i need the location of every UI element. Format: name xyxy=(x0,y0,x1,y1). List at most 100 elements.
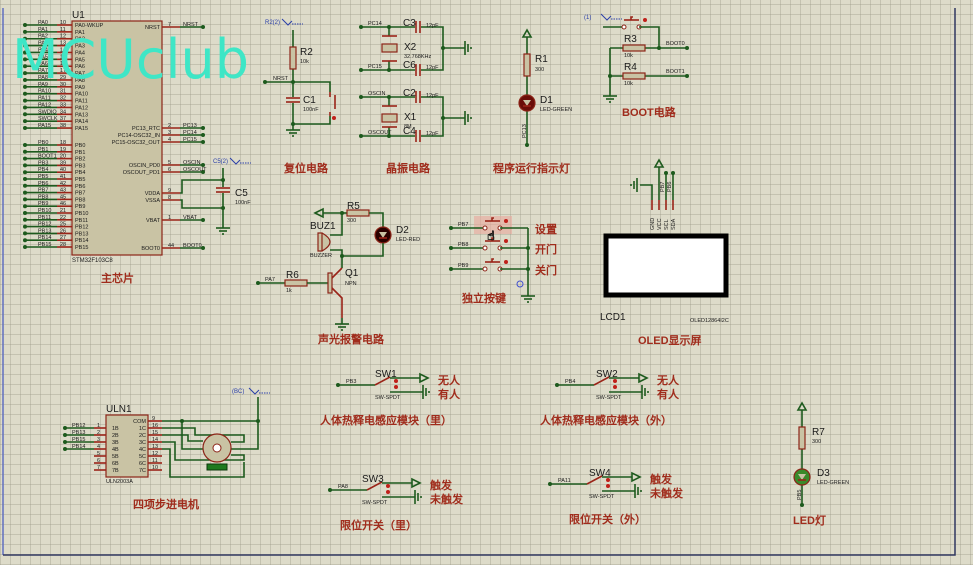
key-label: 设置 xyxy=(535,222,557,236)
pin-number: 4 xyxy=(97,444,100,450)
pin-name: VBAT xyxy=(146,218,161,224)
capacitor xyxy=(415,91,421,103)
pin-name: 6B xyxy=(112,461,119,467)
pin-name: PB5 xyxy=(75,177,85,183)
pin-name: PB1 xyxy=(75,150,85,156)
pin-name: 3C xyxy=(139,440,146,446)
junction-dot xyxy=(449,226,453,230)
pin-net: PA5 xyxy=(38,54,48,60)
lcd-ref: LCD1 xyxy=(600,312,626,323)
pin-number: 10 xyxy=(60,20,66,26)
page-border xyxy=(3,8,956,556)
crystal-circuit[interactable]: PC14PC15C3C612pF12pFX232.768KHzOSCINOSCO… xyxy=(359,18,472,175)
hand-cursor-icon: ☝ xyxy=(487,228,495,243)
pin-number: 34 xyxy=(60,109,66,115)
pin-number: 10 xyxy=(152,465,158,471)
wire xyxy=(369,212,384,227)
pin-number: 11 xyxy=(60,27,66,33)
pin-net: BOOT1 xyxy=(38,154,57,160)
buzzer-icon xyxy=(317,232,331,252)
pin-number: 15 xyxy=(60,54,66,60)
junction-dot xyxy=(332,116,336,120)
capacitor xyxy=(415,21,421,33)
junction-dot xyxy=(256,419,260,423)
net-label: PB15 xyxy=(72,437,85,443)
pin-name: PB4 xyxy=(75,170,85,176)
cap-ref: C3 xyxy=(403,18,416,29)
junction-dot xyxy=(23,126,27,131)
pin-number: 26 xyxy=(60,228,66,234)
wire xyxy=(331,287,343,318)
section-title: 晶振电路 xyxy=(386,161,431,175)
net-label: BOOT1 xyxy=(666,69,685,75)
push-button[interactable] xyxy=(482,258,508,272)
power-arrow-icon xyxy=(521,28,533,38)
ground-icon xyxy=(603,90,617,103)
oled-screen xyxy=(603,233,729,298)
crystal-value: 8M xyxy=(404,124,412,130)
state-label: 未触发 xyxy=(429,492,464,506)
pin-number: 9 xyxy=(168,188,171,194)
wire xyxy=(162,434,203,442)
q1-value: NPN xyxy=(345,281,357,287)
net-label: OSCOUT xyxy=(368,130,392,136)
junction-dot xyxy=(657,46,661,50)
junction-dot xyxy=(23,57,27,62)
cap-ref: C4 xyxy=(403,126,416,137)
pin-number: 39 xyxy=(60,160,66,166)
net-label: PB4 xyxy=(565,379,575,385)
ground-icon xyxy=(630,178,638,192)
pin-name: PC13_RTC xyxy=(132,126,160,132)
pin-number: 12 xyxy=(152,451,158,457)
r1-value: 300 xyxy=(535,67,544,73)
pin-net: PA10 xyxy=(38,89,51,95)
switch-ref: SW1 xyxy=(375,369,397,380)
pin-number: 5 xyxy=(97,451,100,457)
state-label: 触发 xyxy=(649,472,673,486)
probe-label: R2(2) xyxy=(265,20,280,26)
junction-dot xyxy=(336,383,340,387)
pin-net: PB0 xyxy=(38,140,48,146)
crystal-value: 32.768KHz xyxy=(404,54,431,60)
d2-value: LED-RED xyxy=(396,237,420,243)
probe-label: (1) xyxy=(584,15,591,21)
voltage-probe[interactable]: (1) xyxy=(584,13,622,21)
d2-ref: D2 xyxy=(396,225,409,236)
buz-value: BUZZER xyxy=(310,253,332,259)
buz-ref: BUZ1 xyxy=(310,221,336,232)
pin-number: 2 xyxy=(168,123,171,129)
pin-number: 25 xyxy=(60,222,66,228)
wire xyxy=(374,376,391,386)
pin-name: PB12 xyxy=(75,225,88,231)
pin-number: 30 xyxy=(60,82,66,88)
junction-dot xyxy=(359,134,363,138)
junction-dot xyxy=(23,119,27,124)
c5-value: 100nF xyxy=(235,200,251,206)
pin-name: PB7 xyxy=(75,191,85,197)
pin-net: PB3 xyxy=(38,160,48,166)
net-label: PB3 xyxy=(346,379,356,385)
pin-name: PB9 xyxy=(75,204,85,210)
voltage-probe[interactable]: C5(2) xyxy=(213,157,251,165)
c1-value: 100nF xyxy=(303,107,319,113)
voltage-probe[interactable]: R2(2) xyxy=(265,18,303,26)
voltage-probe[interactable]: (BC) xyxy=(232,387,270,395)
r5-value: 300 xyxy=(347,218,356,224)
pin-net: PB11 xyxy=(38,215,51,221)
net-label: PA7 xyxy=(265,277,275,283)
